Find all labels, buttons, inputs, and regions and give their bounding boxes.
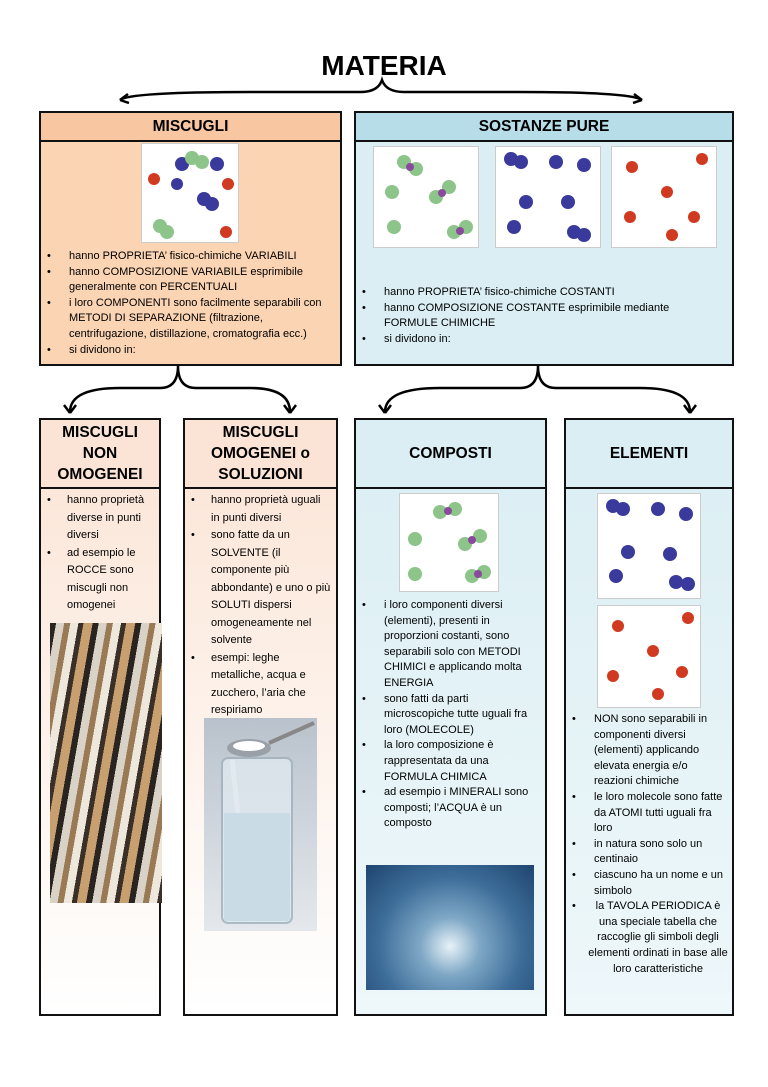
miscugli-omogenei-box: MISCUGLI OMOGENEI o SOLUZIONI hanno prop… bbox=[183, 418, 338, 1016]
sostanze-bullet: si dividono in: bbox=[356, 332, 732, 348]
miscugli-box: MISCUGLI hanno PROPRIETA’ fisico-chimich… bbox=[39, 111, 342, 366]
elementi-bullet: le loro molecole sono fatte da ATOMI tut… bbox=[566, 790, 728, 837]
composti-bullet: sono fatti da parti microscopiche tutte … bbox=[356, 692, 541, 739]
compound-molecules-image bbox=[399, 493, 499, 592]
element-molecules-image bbox=[495, 146, 601, 248]
connector-arrows bbox=[63, 76, 697, 414]
composti-bullet: i loro componenti diversi (elementi), pr… bbox=[356, 598, 541, 692]
miscugli-non-omogenei-box: MISCUGLI NON OMOGENEI hanno proprietà di… bbox=[39, 418, 162, 1016]
atoms-image bbox=[597, 605, 701, 708]
water-drop-image bbox=[366, 865, 534, 990]
elementi-box: ELEMENTI NON sono separabili in componen… bbox=[564, 418, 734, 1016]
elementi-bullet: ciascuno ha un nome e un simbolo bbox=[566, 868, 728, 899]
miscugli-bullet: hanno PROPRIETA’ fisico-chimiche VARIABI… bbox=[41, 249, 334, 265]
elementi-bullet: in natura sono solo un centinaio bbox=[566, 837, 728, 868]
element-molecules-image bbox=[597, 493, 701, 599]
omogenei-bullet: esempi: leghe metalliche, acqua e zucche… bbox=[185, 650, 332, 720]
miscugli-bullet: hanno COMPOSIZIONE VARIABILE esprimibile… bbox=[41, 265, 334, 296]
page-title: MATERIA bbox=[321, 50, 447, 81]
sostanze-bullet: hanno PROPRIETA’ fisico-chimiche COSTANT… bbox=[356, 285, 732, 301]
omogenei-bullet: sono fatte da un SOLVENTE (il componente… bbox=[185, 527, 332, 650]
composti-box: COMPOSTI i loro componenti diversi (elem… bbox=[354, 418, 547, 1016]
mixture-molecules-image bbox=[141, 143, 239, 243]
sostanze-pure-box: SOSTANZE PURE hanno PROPRIETA’ fisico-ch… bbox=[354, 111, 734, 366]
sugar-water-glass-image bbox=[204, 718, 317, 931]
omogenei-title: MISCUGLI OMOGENEI o SOLUZIONI bbox=[185, 420, 336, 489]
miscugli-bullet: si dividono in: bbox=[41, 343, 334, 359]
rock-image bbox=[50, 623, 162, 903]
miscugli-title: MISCUGLI bbox=[41, 113, 340, 142]
elementi-title: ELEMENTI bbox=[566, 420, 732, 489]
atoms-image bbox=[611, 146, 717, 248]
composti-bullet: ad esempio i MINERALI sono composti; l’A… bbox=[356, 785, 541, 832]
non-omogenei-bullet: hanno proprietà diverse in punti diversi bbox=[41, 492, 155, 545]
miscugli-bullet: i loro COMPONENTI sono facilmente separa… bbox=[41, 296, 334, 343]
composti-title: COMPOSTI bbox=[356, 420, 545, 489]
sostanze-pure-title: SOSTANZE PURE bbox=[356, 113, 732, 142]
non-omogenei-title: MISCUGLI NON OMOGENEI bbox=[41, 420, 159, 489]
compound-molecules-image bbox=[373, 146, 479, 248]
omogenei-bullet: hanno proprietà uguali in punti diversi bbox=[185, 492, 332, 527]
sostanze-bullet: hanno COMPOSIZIONE COSTANTE esprimibile … bbox=[356, 301, 732, 332]
composti-bullet: la loro composizione è rappresentata da … bbox=[356, 738, 541, 785]
elementi-bullet: NON sono separabili in componenti divers… bbox=[566, 712, 728, 790]
non-omogenei-bullet: ad esempio le ROCCE sono miscugli non om… bbox=[41, 545, 155, 615]
elementi-bullet: la TAVOLA PERIODICA è una speciale tabel… bbox=[566, 899, 728, 977]
